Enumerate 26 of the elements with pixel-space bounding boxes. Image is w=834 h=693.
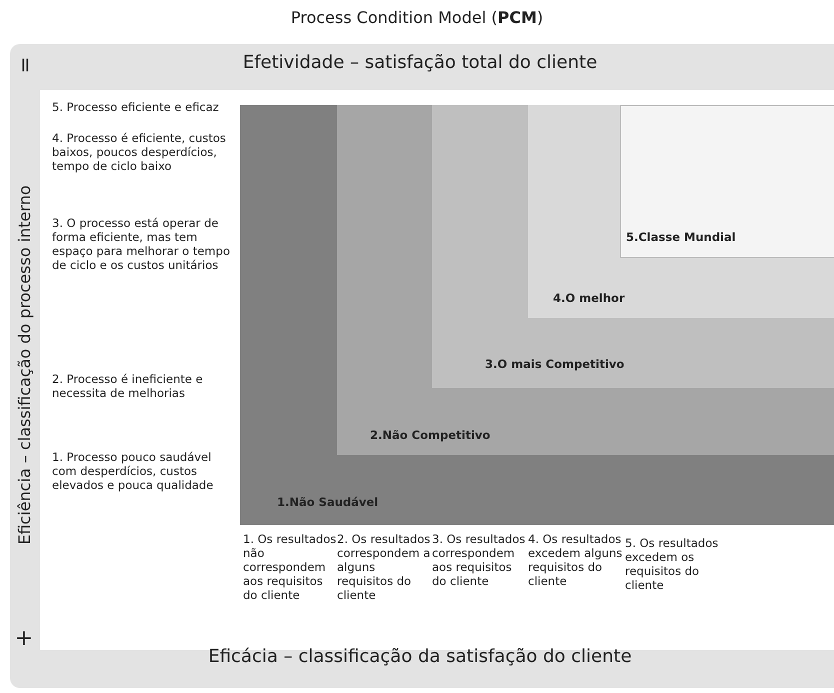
axis-heading: Efetividade – satisfação total do cliente: [242, 56, 598, 70]
description-text: 5. Os resultados excedem os requisitos do cliente: [625, 536, 720, 592]
level-label: 5.Classe Mundial: [626, 230, 736, 244]
description-text: 3. Os resultados correspondem aos requisitos do cliente: [432, 532, 526, 588]
level-band: [337, 105, 834, 455]
level-band: [528, 105, 834, 318]
level-label: 4.O melhor: [553, 291, 625, 305]
level-label: 2.Não Competitivo: [370, 428, 490, 442]
title: Process Condition Model (PCM): [290, 8, 544, 27]
description-text: 4. Os resultados excedem alguns requisitos do cliente: [528, 532, 623, 588]
level-label: 3.O mais Competitivo: [485, 357, 624, 371]
description-text: 4. Processo é eficiente, custos baixos, poucos desperdícios, tempo de ciclo baixo: [52, 131, 227, 173]
level-label: 1.Não Saudável: [277, 495, 378, 509]
description-text: 2. Os resultados correspondem a alguns requisitos do cliente: [337, 532, 431, 602]
level-band: [432, 105, 834, 388]
plus-sign: +: [14, 632, 34, 646]
axis-heading: Eficiência – classificação do processo interno: [18, 184, 32, 547]
description-text: 3. O processo está operar de forma eficiente, mas tem espaço para melhorar o tempo de ciclo e os custos unitários: [52, 216, 231, 272]
level-band: [620, 105, 834, 258]
level-band: [240, 105, 834, 525]
description-text: 1. Os resultados não correspondem aos requisitos do cliente: [243, 532, 337, 602]
description-text: 1. Processo pouco saudável com desperdícios, custos elevados e pouca qualidade: [52, 450, 214, 492]
description-text: 2. Processo é ineficiente e necessita de melhorias: [52, 372, 204, 400]
axis-heading: Eficácia – classificação da satisfação do cliente: [207, 650, 633, 664]
equal-sign: =: [19, 56, 33, 76]
description-text: 5. Processo eficiente e eficaz: [52, 100, 220, 114]
